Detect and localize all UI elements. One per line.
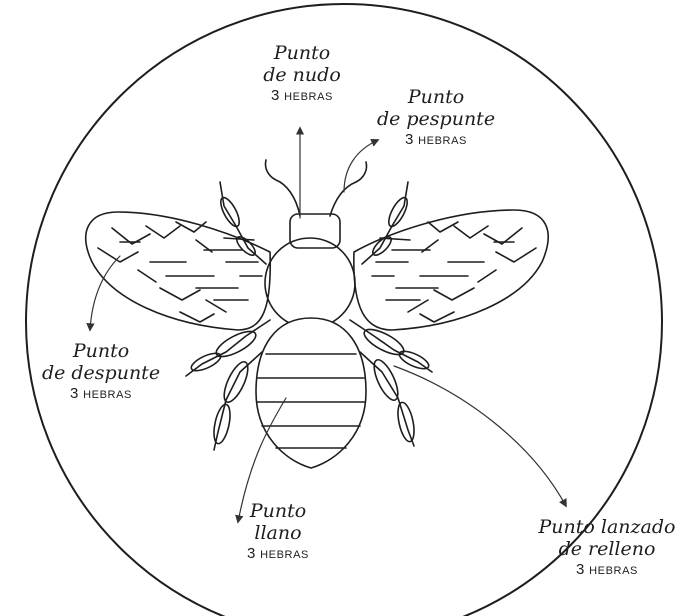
label-knot-strands: 3 HEBRAS [242,86,362,107]
bee-abdomen [256,318,366,468]
pointer-fill [394,366,566,506]
label-fill-strands: 3 HEBRAS [528,560,686,581]
right-wing-veins [372,222,536,322]
label-backstitch: Punto de pespunte 3 HEBRAS [366,86,506,151]
label-fill-line1: Punto lanzado [528,516,686,538]
right-wing [354,210,548,330]
bee-thorax [265,238,355,328]
label-running: Punto llano 3 HEBRAS [228,500,328,565]
left-hind-leg [214,352,262,450]
label-running-line1: Punto [228,500,328,522]
label-backstitch-strands: 3 HEBRAS [366,130,506,151]
label-split-line1: Punto [26,340,176,362]
label-split-strands: 3 HEBRAS [26,384,176,405]
label-knot: Punto de nudo 3 HEBRAS [242,42,362,107]
label-backstitch-line1: Punto [366,86,506,108]
label-split: Punto de despunte 3 HEBRAS [26,340,176,405]
left-front-leg [220,182,266,264]
left-antenna [265,160,300,216]
label-running-strands: 3 HEBRAS [228,544,328,565]
label-knot-line2: de nudo [242,64,362,86]
label-running-line2: llano [228,522,328,544]
right-front-leg [362,182,408,264]
label-fill-line2: de relleno [528,538,686,560]
label-split-line2: de despunte [26,362,176,384]
bee-head [290,214,340,248]
label-knot-line1: Punto [242,42,362,64]
label-fill: Punto lanzado de relleno 3 HEBRAS [528,516,686,581]
label-backstitch-line2: de pespunte [366,108,506,130]
